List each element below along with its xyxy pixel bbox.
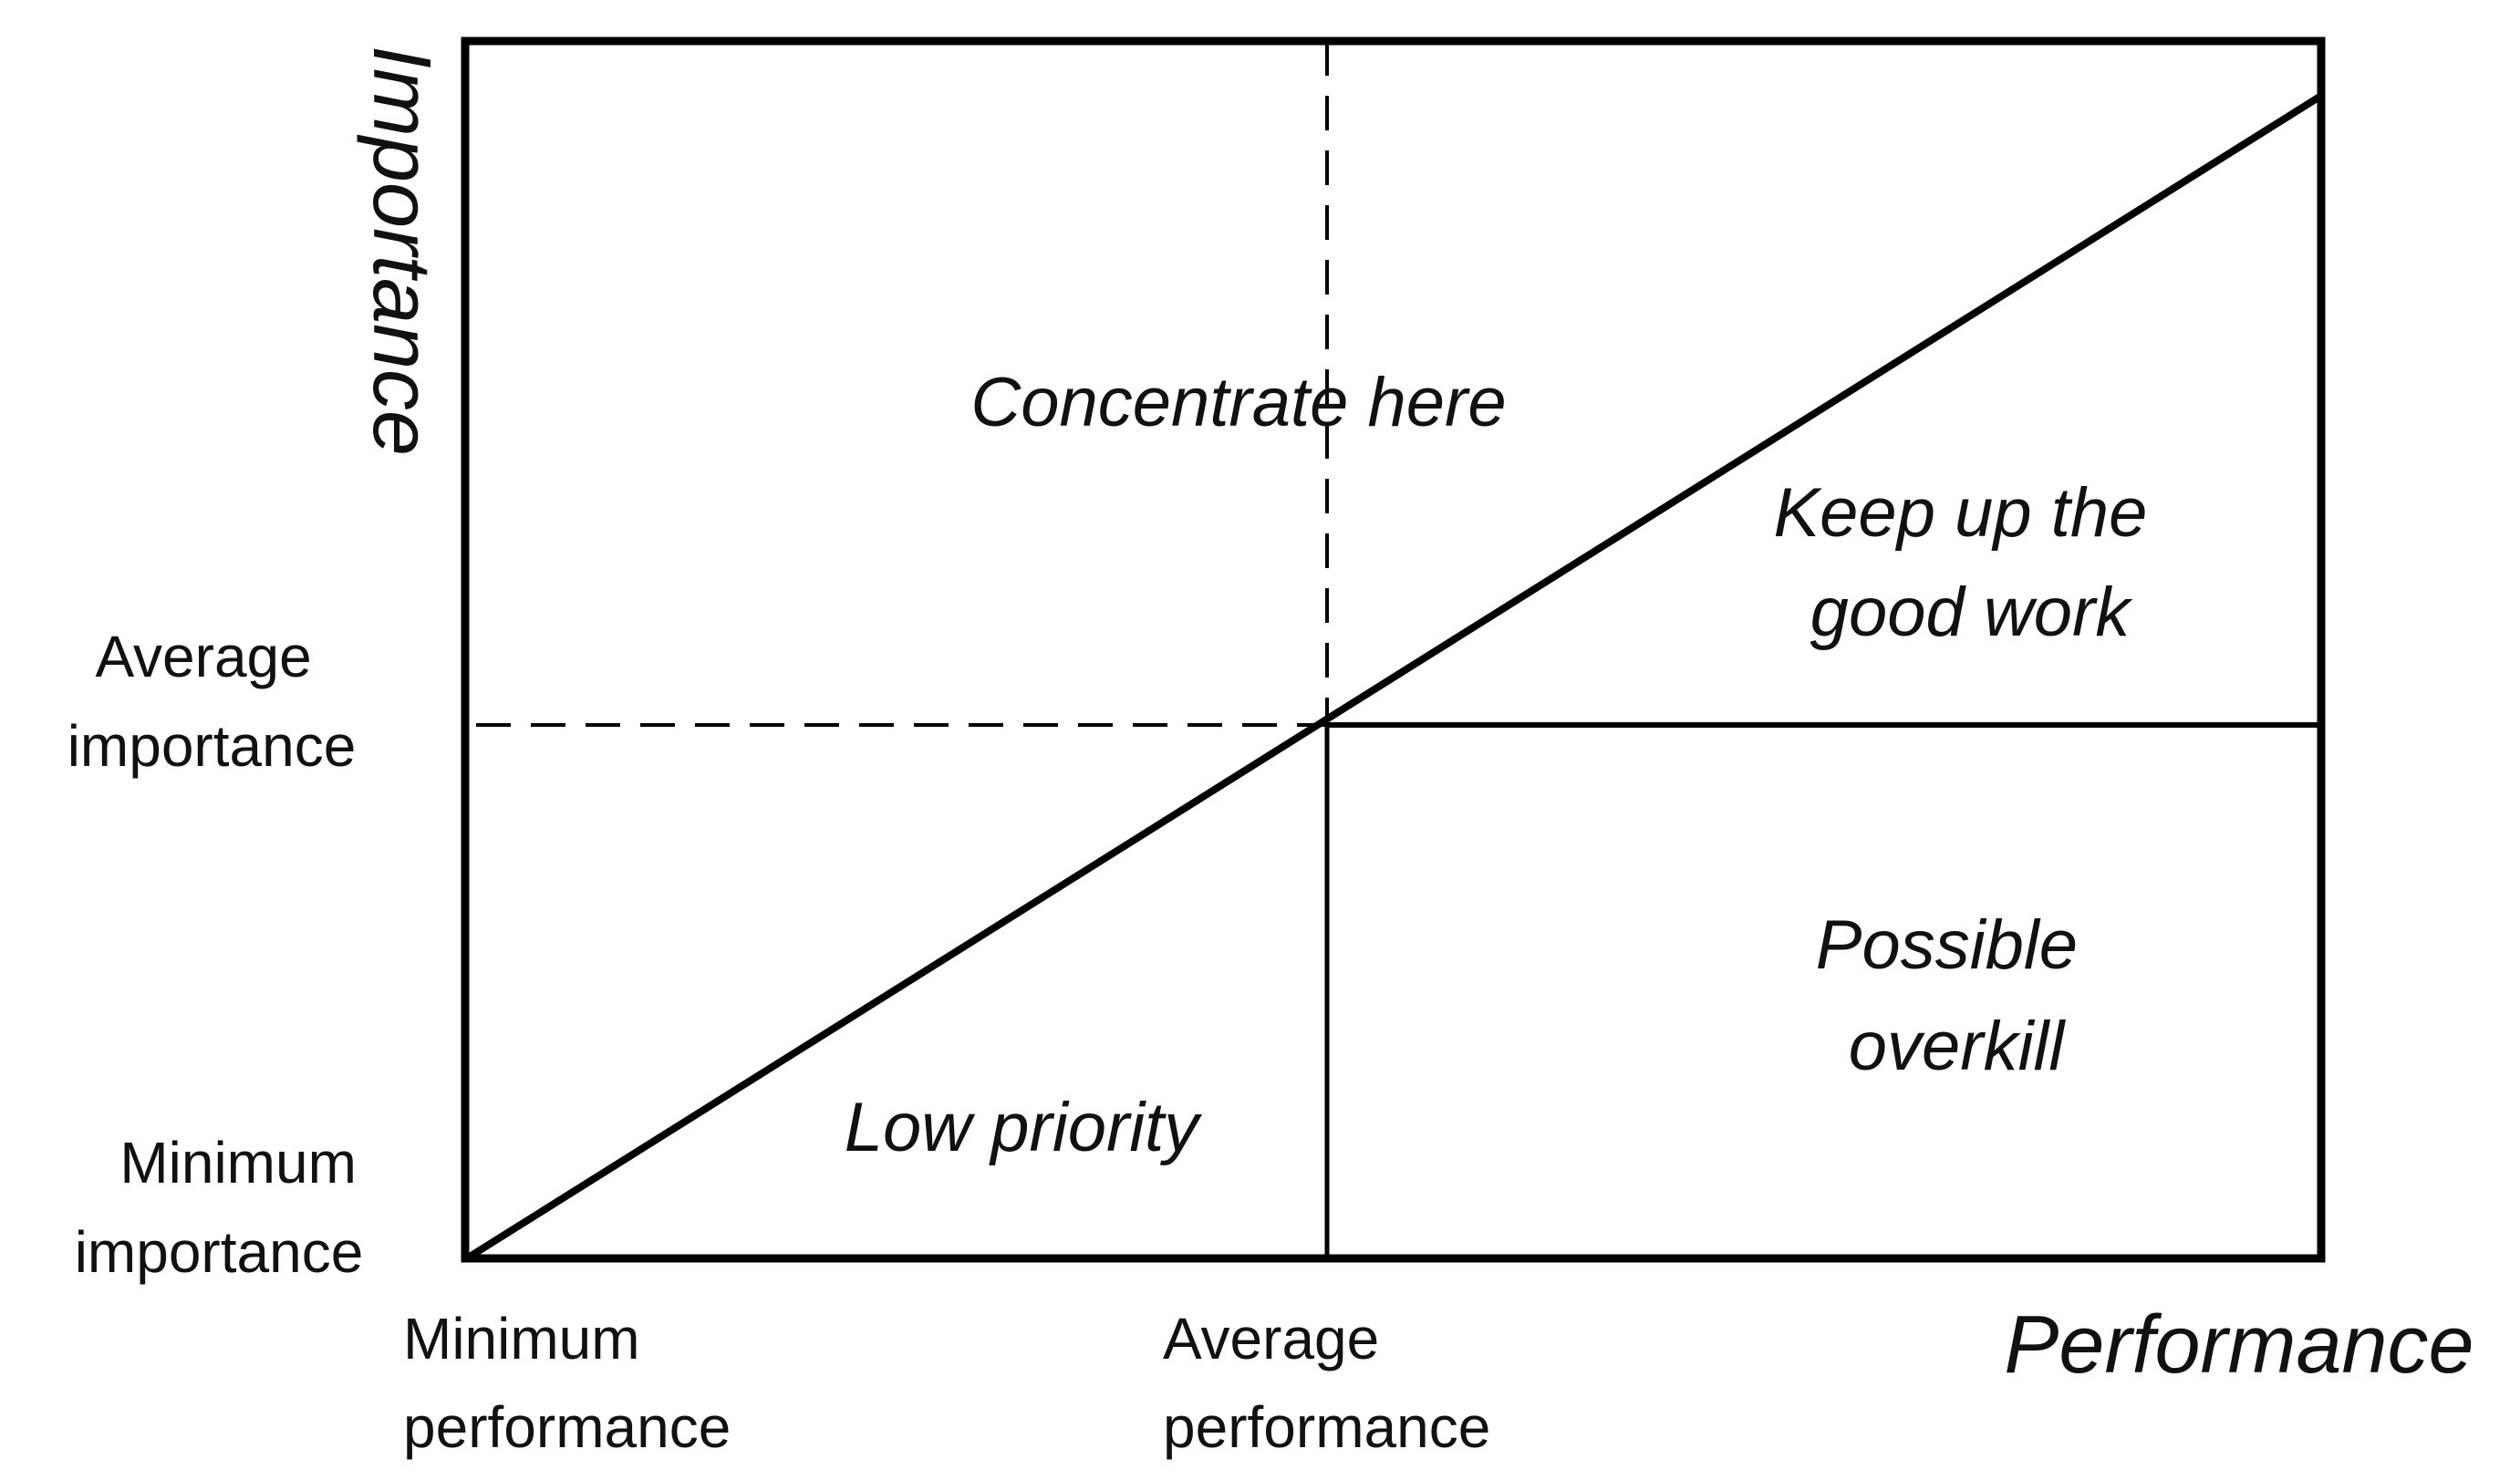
diagonal-boundary-line <box>467 92 2324 1260</box>
x-tick-average-line1: Average <box>1163 1306 1379 1371</box>
y-tick-average-line1: Average <box>96 624 312 689</box>
x-tick-minimum-line2: performance <box>403 1394 731 1460</box>
region-keep-up-line1: Keep up the <box>1773 474 2147 552</box>
region-overkill-line1: Possible <box>1816 906 2078 984</box>
region-possible-overkill: Possible overkill <box>1816 906 2097 1085</box>
x-tick-minimum-performance: Minimum performance <box>403 1306 731 1460</box>
x-tick-average-performance: Average performance <box>1163 1306 1490 1460</box>
region-low-priority-line1: Low priority <box>845 1089 1203 1166</box>
region-low-priority: Low priority <box>845 1089 1203 1166</box>
y-tick-minimum-line2: importance <box>75 1219 364 1285</box>
x-tick-average-line2: performance <box>1163 1394 1490 1460</box>
region-overkill-line2: overkill <box>1849 1008 2067 1085</box>
x-axis-title: Performance <box>2004 1299 2473 1391</box>
region-keep-up-the-good-work: Keep up the good work <box>1773 474 2166 651</box>
plot-frame <box>461 36 2326 1263</box>
y-tick-average-importance: Average importance <box>67 624 357 779</box>
region-concentrate-here: Concentrate here <box>970 364 1506 441</box>
y-tick-average-line2: importance <box>67 713 357 779</box>
region-keep-up-line2: good work <box>1810 574 2134 651</box>
y-tick-minimum-importance: Minimum importance <box>75 1130 373 1285</box>
region-concentrate-line1: Concentrate here <box>970 364 1506 441</box>
y-tick-minimum-line1: Minimum <box>119 1130 357 1195</box>
x-tick-minimum-line1: Minimum <box>403 1306 640 1371</box>
y-axis-title: Importance <box>356 46 447 456</box>
